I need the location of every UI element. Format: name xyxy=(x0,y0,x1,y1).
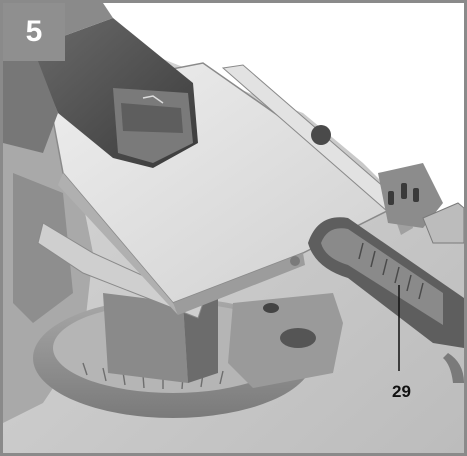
figure-number-badge: 5 xyxy=(3,3,65,61)
callout-label-29: 29 xyxy=(392,382,411,401)
product-illustration xyxy=(3,3,464,453)
